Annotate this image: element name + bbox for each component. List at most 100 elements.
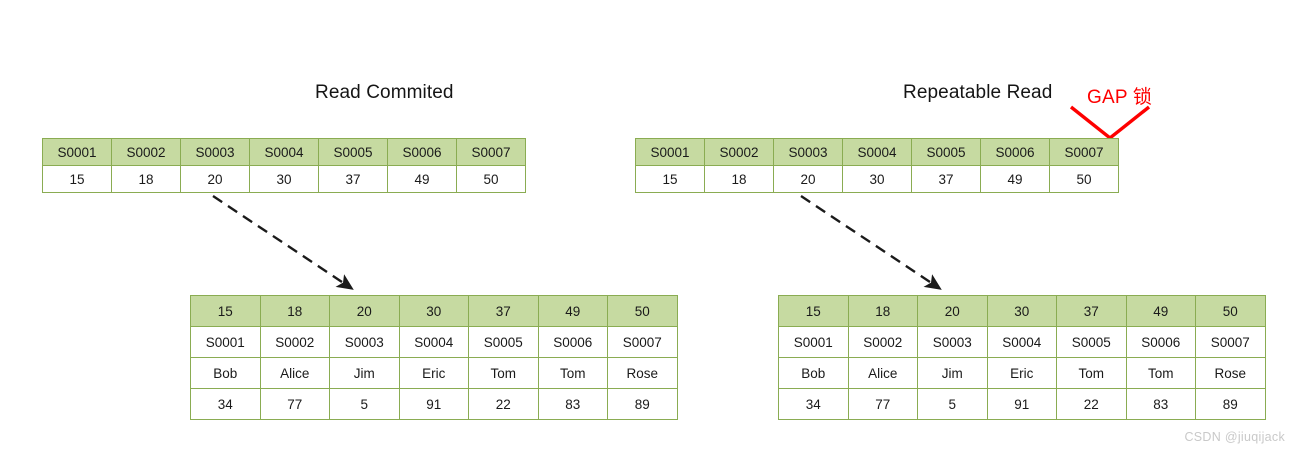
table-cell: 18 xyxy=(847,295,918,327)
table-cell: S0001 xyxy=(778,326,849,358)
table-cell: 89 xyxy=(607,388,678,420)
table-cell: 15 xyxy=(42,165,112,193)
table-cell: 49 xyxy=(537,295,608,327)
dashed-arrow-left xyxy=(212,195,354,290)
table-cell: S0003 xyxy=(329,326,400,358)
table-cell: 50 xyxy=(1049,165,1119,193)
data-table-right: 15 18 20 30 37 49 50 S0001 S0002 S0003 S… xyxy=(778,295,1266,420)
table-cell: 50 xyxy=(456,165,526,193)
table-cell: Rose xyxy=(1195,357,1266,389)
table-cell: 37 xyxy=(468,295,539,327)
table-cell: S0006 xyxy=(537,326,608,358)
table-cell: S0007 xyxy=(1195,326,1266,358)
table-cell: Eric xyxy=(398,357,469,389)
table-cell: 49 xyxy=(387,165,457,193)
table-cell: 30 xyxy=(842,165,912,193)
table-cell: 20 xyxy=(180,165,250,193)
index-table-left: S0001 S0002 S0003 S0004 S0005 S0006 S000… xyxy=(42,138,526,193)
table-cell: S0001 xyxy=(635,138,705,166)
table-cell: 91 xyxy=(398,388,469,420)
table-cell: Alice xyxy=(259,357,330,389)
table-cell: 15 xyxy=(778,295,849,327)
table-cell: 77 xyxy=(847,388,918,420)
table-cell: S0006 xyxy=(387,138,457,166)
table-cell: S0007 xyxy=(607,326,678,358)
table-cell: S0006 xyxy=(980,138,1050,166)
table-cell: S0007 xyxy=(456,138,526,166)
table-cell: Tom xyxy=(537,357,608,389)
table-cell: Tom xyxy=(1056,357,1127,389)
table-cell: S0003 xyxy=(180,138,250,166)
table-cell: 30 xyxy=(986,295,1057,327)
table-cell: S0003 xyxy=(917,326,988,358)
table-row-header: 15 18 20 30 37 49 50 xyxy=(778,295,1266,327)
table-row-header: S0001 S0002 S0003 S0004 S0005 S0006 S000… xyxy=(635,138,1119,166)
table-cell: S0002 xyxy=(259,326,330,358)
table-cell: S0001 xyxy=(190,326,261,358)
table-row: Bob Alice Jim Eric Tom Tom Rose xyxy=(778,357,1266,389)
table-cell: S0004 xyxy=(249,138,319,166)
table-row-header: 15 18 20 30 37 49 50 xyxy=(190,295,678,327)
table-cell: 83 xyxy=(537,388,608,420)
table-cell: S0005 xyxy=(911,138,981,166)
table-cell: S0002 xyxy=(704,138,774,166)
table-cell: 49 xyxy=(980,165,1050,193)
table-cell: S0005 xyxy=(468,326,539,358)
table-cell: 18 xyxy=(259,295,330,327)
table-cell: Rose xyxy=(607,357,678,389)
table-cell: S0002 xyxy=(111,138,181,166)
table-cell: S0004 xyxy=(986,326,1057,358)
table-cell: S0005 xyxy=(1056,326,1127,358)
table-cell: 30 xyxy=(249,165,319,193)
table-cell: S0004 xyxy=(842,138,912,166)
table-cell: 37 xyxy=(318,165,388,193)
table-cell: Jim xyxy=(329,357,400,389)
table-cell: S0002 xyxy=(847,326,918,358)
table-cell: 20 xyxy=(329,295,400,327)
table-cell: 37 xyxy=(911,165,981,193)
watermark: CSDN @jiuqijack xyxy=(1184,430,1285,444)
table-cell: S0007 xyxy=(1049,138,1119,166)
table-cell: S0006 xyxy=(1125,326,1196,358)
index-table-right: S0001 S0002 S0003 S0004 S0005 S0006 S000… xyxy=(635,138,1119,193)
table-cell: 91 xyxy=(986,388,1057,420)
table-cell: 15 xyxy=(190,295,261,327)
table-cell: Tom xyxy=(468,357,539,389)
table-cell: 20 xyxy=(773,165,843,193)
table-cell: S0003 xyxy=(773,138,843,166)
table-cell: 30 xyxy=(398,295,469,327)
table-cell: 50 xyxy=(607,295,678,327)
table-cell: S0004 xyxy=(398,326,469,358)
table-cell: 15 xyxy=(635,165,705,193)
table-cell: S0005 xyxy=(318,138,388,166)
data-table-left: 15 18 20 30 37 49 50 S0001 S0002 S0003 S… xyxy=(190,295,678,420)
table-cell: 77 xyxy=(259,388,330,420)
table-cell: 34 xyxy=(190,388,261,420)
dashed-arrow-right xyxy=(800,195,942,290)
table-row: S0001 S0002 S0003 S0004 S0005 S0006 S000… xyxy=(190,326,678,358)
table-row: 34 77 5 91 22 83 89 xyxy=(190,388,678,420)
table-cell: 5 xyxy=(917,388,988,420)
table-row-header: S0001 S0002 S0003 S0004 S0005 S0006 S000… xyxy=(42,138,526,166)
gap-lock-label: GAP 锁 xyxy=(1087,87,1153,108)
table-cell: 34 xyxy=(778,388,849,420)
table-cell: 49 xyxy=(1125,295,1196,327)
section-title-repeatable-read: Repeatable Read xyxy=(903,82,1053,103)
table-cell: 18 xyxy=(704,165,774,193)
table-cell: Bob xyxy=(778,357,849,389)
table-cell: Eric xyxy=(986,357,1057,389)
table-row: Bob Alice Jim Eric Tom Tom Rose xyxy=(190,357,678,389)
table-row: 34 77 5 91 22 83 89 xyxy=(778,388,1266,420)
table-cell: 20 xyxy=(917,295,988,327)
table-cell: 89 xyxy=(1195,388,1266,420)
table-cell: 22 xyxy=(468,388,539,420)
table-row: 15 18 20 30 37 49 50 xyxy=(635,165,1119,193)
table-cell: 83 xyxy=(1125,388,1196,420)
table-cell: Jim xyxy=(917,357,988,389)
table-cell: S0001 xyxy=(42,138,112,166)
table-cell: Alice xyxy=(847,357,918,389)
table-cell: 50 xyxy=(1195,295,1266,327)
table-cell: Tom xyxy=(1125,357,1196,389)
table-row: S0001 S0002 S0003 S0004 S0005 S0006 S000… xyxy=(778,326,1266,358)
